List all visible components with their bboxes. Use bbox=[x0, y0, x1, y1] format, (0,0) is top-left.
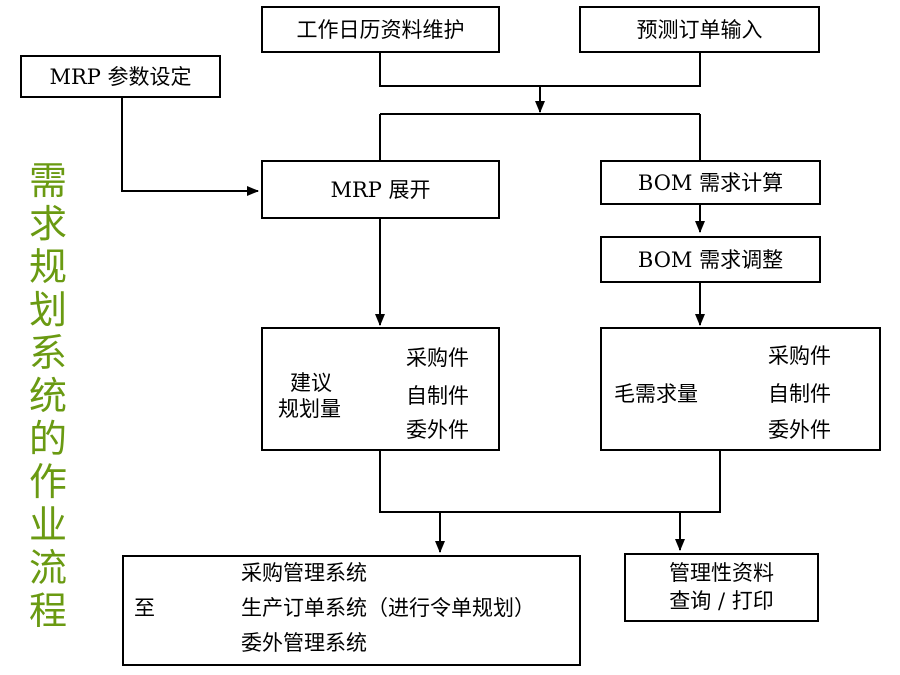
top-merge-line bbox=[379, 52, 701, 87]
query-print-box bbox=[624, 553, 819, 622]
bottom-merge-line bbox=[379, 450, 721, 513]
suggested-plan-line1: 建议 bbox=[290, 371, 332, 395]
suggested-plan-line2: 规划量 bbox=[278, 397, 341, 421]
target-systems-box bbox=[122, 555, 581, 666]
mrp-params-label: MRP 参数设定 bbox=[49, 64, 192, 89]
gross-requirement-box bbox=[600, 327, 881, 451]
bom-calc-box: BOM 需求计算 bbox=[600, 160, 821, 205]
query-print-line1: 管理性资料 bbox=[669, 561, 774, 585]
mrp-params-box: MRP 参数设定 bbox=[20, 55, 221, 98]
suggested-purchase-item: 采购件 bbox=[406, 346, 469, 370]
params-to-expand-arrow bbox=[121, 97, 259, 196]
gross-purchase-item: 采购件 bbox=[768, 344, 831, 368]
gross-selfmade-item: 自制件 bbox=[768, 382, 831, 406]
calendar-maintenance-box: 工作日历资料维护 bbox=[261, 6, 500, 53]
mrp-expand-label: MRP 展开 bbox=[330, 177, 431, 202]
purchase-management-system: 采购管理系统 bbox=[241, 561, 367, 585]
bom-calc-label: BOM 需求计算 bbox=[637, 170, 784, 195]
gross-requirement-label: 毛需求量 bbox=[614, 382, 698, 406]
query-print-line2: 查询 / 打印 bbox=[669, 589, 774, 613]
outsourcing-management-system: 委外管理系统 bbox=[241, 631, 367, 655]
calendar-maintenance-label: 工作日历资料维护 bbox=[296, 17, 465, 42]
forecast-order-box: 预测订单输入 bbox=[579, 6, 820, 53]
bom-adjust-box: BOM 需求调整 bbox=[600, 236, 821, 283]
bom-adjust-label: BOM 需求调整 bbox=[637, 247, 784, 272]
gross-outsourced-item: 委外件 bbox=[768, 418, 831, 442]
mrp-expand-box: MRP 展开 bbox=[261, 160, 500, 219]
target-systems-to-label: 至 bbox=[134, 596, 155, 620]
suggested-selfmade-item: 自制件 bbox=[406, 384, 469, 408]
production-order-system: 生产订单系统（进行令单规划） bbox=[241, 596, 535, 620]
forecast-order-label: 预测订单输入 bbox=[636, 17, 763, 42]
suggested-outsourced-item: 委外件 bbox=[406, 418, 469, 442]
diagram-title: 需求规划系统的作业流程 bbox=[28, 159, 67, 633]
suggested-plan-box bbox=[261, 327, 500, 451]
